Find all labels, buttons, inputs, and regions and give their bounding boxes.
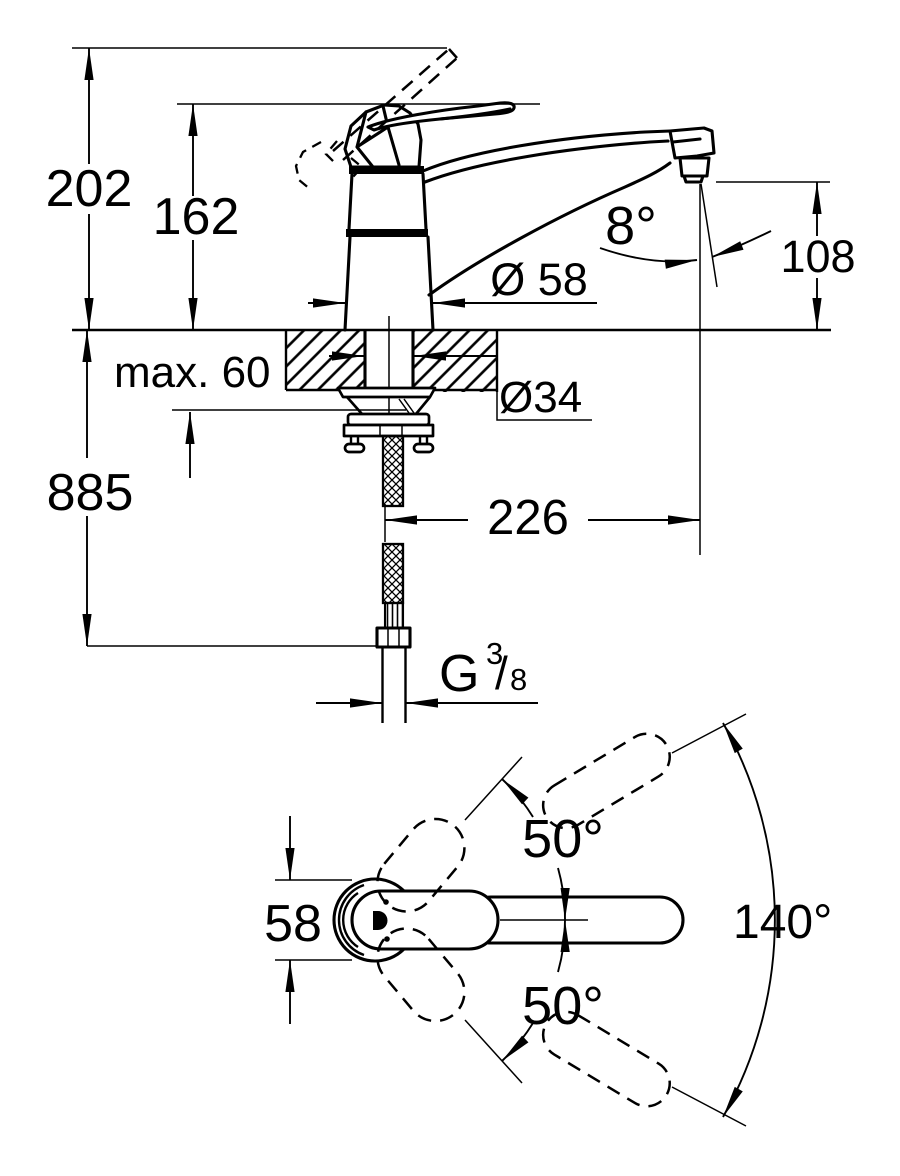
dim-50up-arc-inner	[557, 867, 570, 921]
lever-blade	[366, 101, 516, 132]
aerator-lip	[682, 174, 705, 184]
mounting-plate-detail	[379, 425, 403, 436]
mounting-cone	[345, 396, 432, 415]
dim-8deg-leader-right	[711, 230, 772, 258]
stud-foot-right	[412, 442, 435, 454]
body-left-edge	[343, 235, 352, 332]
counter-hatch-left	[286, 331, 365, 390]
lever-raised-facets-dashed	[324, 140, 364, 179]
hose-braid-upper	[381, 434, 405, 508]
dim-swivel-range: 140°	[671, 713, 832, 1127]
spout-head-inner-line	[671, 137, 702, 144]
dim-g38-prefix: G	[439, 645, 479, 703]
dim-hole-diameter: Ø34	[329, 351, 592, 422]
spout-head	[668, 126, 716, 160]
dim-height-body: 162	[153, 103, 540, 330]
dim-162-label: 162	[153, 188, 240, 246]
dim-226-label: 226	[487, 491, 569, 545]
mounting-flange-plate	[336, 386, 437, 399]
lever-plan-grip-mark	[373, 911, 388, 930]
dim-50up-ray	[464, 756, 523, 821]
counter-hatch-right	[413, 331, 497, 392]
hex-nut-facets	[387, 628, 400, 647]
lever-handle	[294, 48, 516, 190]
handle-dome-facets	[355, 104, 401, 169]
body-upper-ring	[349, 166, 424, 174]
dim-base-diameter-side: Ø 58	[308, 254, 597, 308]
tap-shank	[363, 329, 415, 391]
dim-50dn-ray	[464, 1019, 523, 1084]
spout	[421, 126, 716, 297]
lever-plan	[350, 889, 500, 951]
lever-blade-inner-line	[438, 107, 512, 121]
spout-underside	[427, 161, 672, 297]
stud-foot-left	[343, 442, 366, 454]
dim-hose-length: 885	[47, 330, 377, 647]
body-lower-ring	[346, 229, 428, 237]
aerator	[678, 156, 711, 178]
dim-140-arc	[722, 722, 776, 1118]
hose-crimp-sleeve	[383, 601, 405, 630]
dim-50up-arc-outer	[501, 778, 534, 818]
spout-top-edge	[421, 129, 672, 173]
spout-plan-rotated-up	[541, 732, 671, 830]
dim-height-total: 202	[46, 47, 447, 330]
dim-108-label: 108	[780, 231, 855, 282]
lever-plan-dot-bottom	[384, 936, 390, 942]
hose-braid-lower	[381, 542, 405, 605]
hose-hex-nut	[375, 626, 412, 649]
dim-50dn-arc-inner	[557, 919, 570, 973]
supply-hose	[375, 434, 412, 723]
spout-plan-rotated-down	[541, 1010, 671, 1108]
dim-deck-thickness: max. 60	[114, 348, 406, 478]
dim-g38-numerator: 3	[486, 636, 503, 671]
dim-g38-slash: /	[495, 647, 508, 699]
rotated-positions-dashed	[376, 732, 671, 1108]
stud-stems	[349, 436, 429, 444]
dim-d34-label: Ø34	[499, 373, 582, 422]
dim-140-legs	[671, 713, 747, 1127]
dim-max60-label: max. 60	[114, 348, 271, 397]
mounting-hardware	[336, 386, 437, 454]
dim-50up-label: 50°	[522, 809, 604, 869]
dim-g38-denominator: 8	[510, 662, 527, 697]
dim-thread: G 3 / 8	[316, 636, 538, 708]
plan-view: 58 50° 50° 140°	[264, 713, 832, 1127]
connection-tube	[381, 647, 407, 723]
lever-raised-blade-dashed	[332, 48, 458, 161]
body-right-edge	[426, 235, 435, 332]
side-elevation-view: 202 162 885 108 Ø 58	[46, 47, 856, 723]
dim-d34-leader	[496, 356, 592, 421]
dim-spout-angle: 8°	[599, 183, 772, 555]
spout-inner-line	[423, 139, 670, 184]
dim-8deg-leader-left	[599, 247, 698, 269]
lever-raised-dome-dashed	[294, 140, 322, 190]
dim-spout-reach: 226	[384, 491, 700, 545]
dim-140-label: 140°	[733, 896, 832, 949]
dim-50dn-label: 50°	[522, 976, 604, 1036]
body-mid-edges	[347, 172, 428, 231]
counter-outline	[284, 330, 499, 392]
handle-dome	[343, 103, 423, 169]
outlet-tilt-line	[700, 183, 718, 288]
dim-58-label: 58	[264, 895, 322, 953]
dim-lever-angle-lower: 50°	[464, 919, 604, 1084]
dim-d58-label: Ø 58	[490, 254, 588, 305]
dim-lever-angle-upper: 50°	[464, 756, 604, 921]
mounting-plate	[342, 423, 435, 438]
cone-hatch-marks	[398, 398, 415, 414]
faucet-body	[343, 166, 435, 332]
escutcheon-inner-rings	[337, 883, 365, 957]
dim-outlet-height: 108	[716, 181, 856, 330]
dim-885-label: 885	[47, 464, 134, 522]
dim-50dn-arc-outer	[501, 1022, 534, 1062]
dim-202-label: 202	[46, 160, 133, 218]
dim-base-diameter-plan: 58	[264, 816, 352, 1024]
horseshoe-washer	[346, 412, 431, 427]
dim-8deg-label: 8°	[605, 196, 657, 256]
